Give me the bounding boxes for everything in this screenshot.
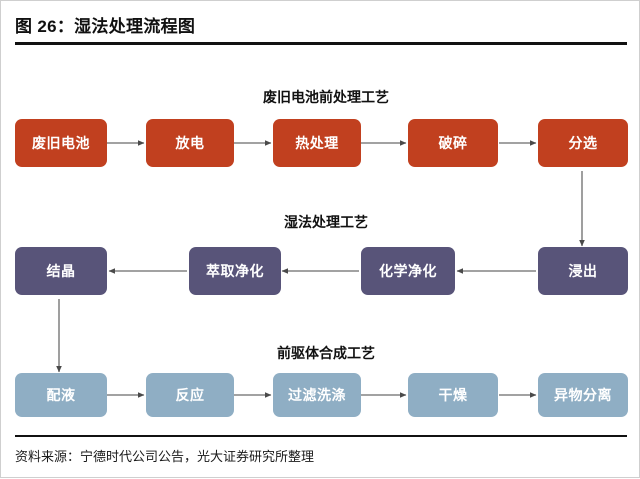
section-heading-precursor: 前驱体合成工艺 — [277, 345, 375, 361]
node-sorting[interactable]: 分选 — [538, 119, 628, 167]
section-heading-hydrometallurgy: 湿法处理工艺 — [284, 214, 368, 230]
node-leaching[interactable]: 浸出 — [538, 247, 628, 295]
node-filter-wash[interactable]: 过滤洗涤 — [273, 373, 361, 417]
figure-title: 图 26：湿法处理流程图 — [15, 17, 196, 36]
node-crystallization[interactable]: 结晶 — [15, 247, 107, 295]
node-solution-prep[interactable]: 配液 — [15, 373, 107, 417]
node-foreign-separation[interactable]: 异物分离 — [538, 373, 628, 417]
title-divider — [15, 42, 627, 45]
node-chemical-purify[interactable]: 化学净化 — [361, 247, 455, 295]
node-crushing[interactable]: 破碎 — [408, 119, 498, 167]
footer-divider — [15, 435, 627, 437]
node-reaction[interactable]: 反应 — [146, 373, 234, 417]
node-discharge[interactable]: 放电 — [146, 119, 234, 167]
figure-source: 资料来源：宁德时代公司公告，光大证券研究所整理 — [15, 449, 315, 464]
node-drying[interactable]: 干燥 — [408, 373, 498, 417]
node-heat-treatment[interactable]: 热处理 — [273, 119, 361, 167]
node-waste-battery[interactable]: 废旧电池 — [15, 119, 107, 167]
node-extraction-purify[interactable]: 萃取净化 — [189, 247, 281, 295]
section-heading-pretreatment: 废旧电池前处理工艺 — [263, 89, 389, 105]
